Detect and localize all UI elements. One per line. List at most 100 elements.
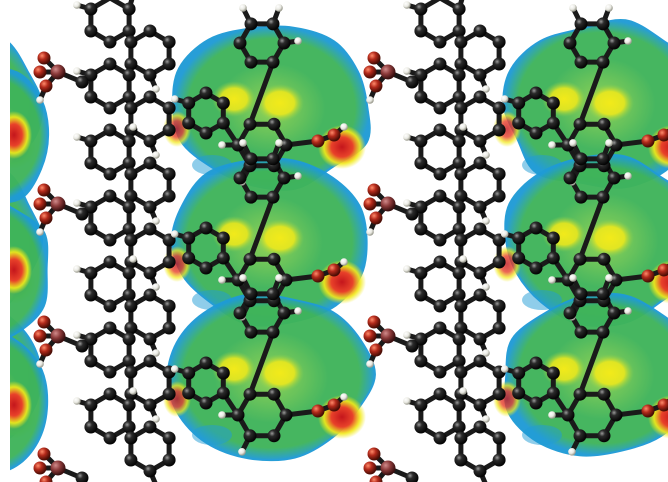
carbon-atom <box>546 116 560 130</box>
carbon-atom <box>563 306 577 320</box>
carbon-atom <box>277 306 291 320</box>
carbon-atom <box>452 332 466 346</box>
hydrogen-atom <box>294 172 302 180</box>
carbon-atom <box>473 332 487 346</box>
carbon-atom <box>574 325 588 339</box>
hirshfeld-surface <box>163 293 376 462</box>
carbon-atom <box>162 57 176 71</box>
carbon-atom <box>414 266 428 280</box>
carbon-atom <box>182 386 196 400</box>
carbon-atom <box>492 387 506 401</box>
carbon-atom <box>122 354 136 368</box>
carbon-atom <box>609 408 623 422</box>
hydrogen-atom <box>218 411 226 419</box>
carbon-atom <box>143 24 157 38</box>
hydrogen-atom <box>73 397 81 405</box>
carbon-atom <box>143 266 157 280</box>
hydrogen-atom <box>403 199 411 207</box>
hydrogen-atom <box>569 4 577 12</box>
carbon-atom <box>573 429 587 443</box>
hydrogen-atom <box>569 139 577 147</box>
carbon-atom <box>433 167 447 181</box>
oxygen-atom <box>363 65 377 79</box>
hydrogen-atom <box>500 95 509 103</box>
hydrogen-atom <box>73 67 81 75</box>
oxygen-atom <box>367 51 381 65</box>
oxygen-atom <box>33 329 47 343</box>
hydrogen-atom <box>73 1 81 9</box>
carbon-atom <box>414 288 428 302</box>
carbon-atom <box>84 420 98 434</box>
carbon-atom <box>75 339 89 353</box>
bond <box>577 59 606 127</box>
carbon-atom <box>216 96 230 110</box>
carbon-atom <box>607 306 621 320</box>
carbon-atom <box>182 251 196 265</box>
carbon-atom <box>433 189 447 203</box>
carbon-atom <box>433 365 447 379</box>
carbon-atom <box>414 222 428 236</box>
carbon-atom <box>266 287 280 301</box>
oxygen-atom <box>367 315 381 329</box>
carbon-atom <box>266 17 280 31</box>
carbon-atom <box>609 138 623 152</box>
carbon-atom <box>122 266 136 280</box>
carbon-atom <box>84 134 98 148</box>
metal-atom <box>50 328 66 344</box>
carbon-atom <box>266 190 280 204</box>
carbon-atom <box>103 35 117 49</box>
carbon-atom <box>182 116 196 130</box>
oxygen-atom <box>33 461 47 475</box>
hydrogen-atom <box>73 133 81 141</box>
carbon-atom <box>529 221 543 235</box>
hydrogen-atom <box>403 397 411 405</box>
carbon-atom <box>405 339 419 353</box>
carbon-atom <box>199 221 213 235</box>
oxygen-atom <box>39 475 53 482</box>
hydrogen-atom <box>569 274 577 282</box>
carbon-atom <box>574 55 588 69</box>
oxygen-atom <box>641 134 655 148</box>
carbon-atom <box>492 299 506 313</box>
carbon-atom <box>492 57 506 71</box>
carbon-atom <box>84 332 98 346</box>
carbon-atom <box>596 152 610 166</box>
carbon-atom <box>414 354 428 368</box>
carbon-atom <box>103 57 117 71</box>
carbon-atom <box>529 356 543 370</box>
carbon-atom <box>414 24 428 38</box>
carbon-atom <box>122 90 136 104</box>
carbon-atom <box>162 101 176 115</box>
carbon-atom <box>143 464 157 478</box>
carbon-atom <box>84 200 98 214</box>
carbon-atom <box>279 138 293 152</box>
carbon-atom <box>546 251 560 265</box>
carbon-atom <box>454 101 468 115</box>
hydrogen-atom <box>73 265 81 273</box>
carbon-atom <box>596 17 610 31</box>
hydrogen-atom <box>239 139 247 147</box>
carbon-atom <box>452 266 466 280</box>
carbon-atom <box>216 366 230 380</box>
carbon-atom <box>454 233 468 247</box>
carbon-atom <box>231 408 245 422</box>
carbon-atom <box>124 431 138 445</box>
metal-atom <box>50 460 66 476</box>
carbon-atom <box>122 200 136 214</box>
carbon-atom <box>122 24 136 38</box>
carbon-atom <box>574 152 588 166</box>
carbon-atom <box>596 325 610 339</box>
oxygen-atom <box>37 447 51 461</box>
carbon-atom <box>573 252 587 266</box>
carbon-atom <box>492 35 506 49</box>
hydrogen-atom <box>459 123 467 131</box>
carbon-atom <box>122 134 136 148</box>
carbon-atom <box>84 156 98 170</box>
carbon-atom <box>244 190 258 204</box>
carbon-atom <box>182 96 196 110</box>
oxygen-atom <box>641 404 655 418</box>
carbon-atom <box>143 200 157 214</box>
hydrogen-atom <box>73 331 81 339</box>
oxygen-atom <box>33 197 47 211</box>
carbon-atom <box>563 171 577 185</box>
